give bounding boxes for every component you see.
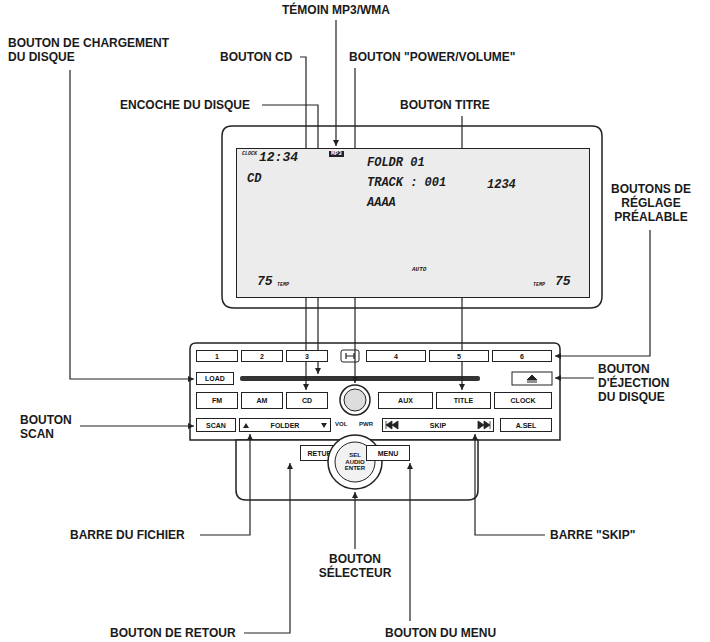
button-text: SCAN <box>206 422 226 429</box>
button-text: TITLE <box>454 397 473 404</box>
display-text: TEMP <box>533 283 545 288</box>
brand-logo <box>346 353 354 359</box>
panel-button: A.SEL <box>500 418 552 432</box>
display-text: 75 <box>257 275 273 288</box>
display-text: CD <box>247 173 261 185</box>
display-text: CLOCK <box>242 152 257 157</box>
button-text: MENU <box>378 450 399 457</box>
display-text: MP3 <box>329 151 344 157</box>
panel-button: 4 <box>366 350 426 362</box>
leader-line <box>409 463 410 621</box>
button-text: 3 <box>305 353 309 360</box>
panel-button: AM <box>241 392 283 409</box>
callout-label: BOUTON SCAN <box>20 413 90 441</box>
callout-label: BOUTON DU MENU <box>385 626 496 640</box>
panel-button: CD <box>286 392 328 409</box>
display-text: AAAA <box>367 197 396 209</box>
panel-button: FM <box>196 392 238 409</box>
callout-label: BOUTON DE CHARGEMENT DU DISQUE <box>8 36 188 64</box>
button-text: 4 <box>394 353 398 360</box>
panel-button: CLOCK <box>494 392 552 409</box>
callout-label: BOUTON D'ÉJECTION DU DISQUE <box>598 362 688 404</box>
disc-slot <box>240 376 480 381</box>
panel-button: 2 <box>241 350 283 362</box>
selector-knob: SEL AUDIO ENTER <box>327 434 383 490</box>
display-bezel <box>222 126 602 308</box>
display-text: TRACK : 001 <box>367 177 446 189</box>
panel-button: 1 <box>196 350 238 362</box>
display-text: 1234 <box>487 179 516 191</box>
lower-panel <box>236 440 478 500</box>
leader-lines <box>70 20 650 633</box>
panel-marking: PWR <box>359 421 373 428</box>
panel-button: FOLDER <box>239 418 331 432</box>
callout-label: TÉMOIN MP3/WMA <box>261 3 411 17</box>
panel-button: 6 <box>492 350 552 362</box>
display-text: FOLDR 01 <box>367 157 425 169</box>
eject-symbol <box>527 375 537 382</box>
eject-button <box>512 372 552 385</box>
leader-line <box>335 20 336 146</box>
button-text: A.SEL <box>516 422 537 429</box>
callout-label: ENCOCHE DU DISQUE <box>120 98 250 112</box>
leader-line <box>555 377 594 378</box>
leader-line <box>70 70 194 379</box>
button-text: 1 <box>215 353 219 360</box>
panel-button: LOAD <box>196 372 234 385</box>
button-text: CLOCK <box>511 397 536 404</box>
leader-line <box>475 434 545 535</box>
button-text: 5 <box>457 353 461 360</box>
panel-button: SKIP <box>382 418 494 432</box>
panel-button: 5 <box>429 350 489 362</box>
panel-button: TITLE <box>436 392 491 409</box>
display-text: 75 <box>555 275 571 288</box>
panel-button: AUX <box>378 392 433 409</box>
callout-label: BOUTONS DE RÉGLAGE PRÉALABLE <box>600 182 702 224</box>
panel-button: SCAN <box>196 418 236 432</box>
control-panel <box>190 343 560 440</box>
display-screen: CLOCK12:34CD 75TEMP MP3FOLDR 01 TRACK : 001… <box>236 148 590 298</box>
brand-logo <box>341 350 359 362</box>
button-text: CD <box>302 397 312 404</box>
volume-knob <box>340 385 370 415</box>
callout-label: BOUTON "POWER/VOLUME" <box>349 50 516 64</box>
button-text: 2 <box>260 353 264 360</box>
callout-label: BOUTON DE RETOUR <box>110 626 236 640</box>
leader-line <box>354 492 355 549</box>
callout-label: BARRE DU FICHIER <box>70 528 185 542</box>
button-text: LOAD <box>205 375 225 382</box>
skip-arrows <box>386 421 490 429</box>
leader-line <box>80 425 194 426</box>
button-text: FM <box>212 397 222 404</box>
callout-label: BARRE "SKIP" <box>550 528 635 542</box>
knob-ring <box>328 435 382 489</box>
button-text: AM <box>257 397 268 404</box>
panel-button: MENU <box>366 445 410 461</box>
panel-marking: VOL <box>335 421 347 428</box>
callout-label: BOUTON CD <box>220 50 292 64</box>
button-text: SKIP <box>430 422 446 429</box>
leader-line <box>244 463 290 633</box>
leader-line <box>200 434 250 535</box>
display-text: TEMP <box>277 283 289 288</box>
display-text: 12:34 <box>259 151 298 164</box>
panel-button: 3 <box>286 350 328 362</box>
callout-label: BOUTON TITRE <box>400 98 490 112</box>
display-text: AUTO <box>412 267 426 273</box>
callout-label: BOUTON SÉLECTEUR <box>305 552 405 580</box>
button-text: 6 <box>520 353 524 360</box>
button-text: FOLDER <box>271 422 300 429</box>
button-text: AUX <box>398 397 413 404</box>
volume-knob <box>344 389 366 411</box>
